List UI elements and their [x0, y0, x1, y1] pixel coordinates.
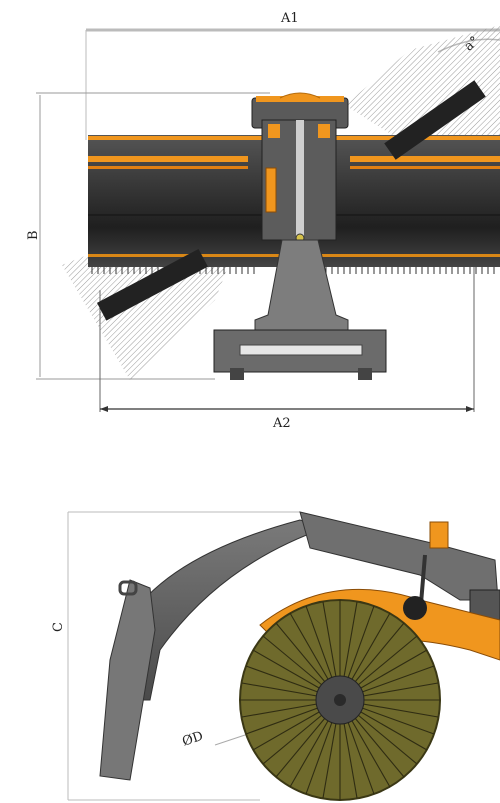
orange-bracket-left — [268, 124, 280, 138]
carrier-foot-left — [230, 368, 244, 380]
brush-wheel-center — [334, 694, 346, 706]
hydraulic-cylinder — [265, 167, 277, 213]
drum-band-upper-right — [350, 156, 500, 162]
dimension-label-b: B — [26, 230, 41, 240]
dimension-label-a2: A2 — [272, 416, 291, 431]
angled-brush-top-right — [384, 80, 486, 160]
upper-arm — [299, 511, 499, 601]
mount-hook — [118, 580, 138, 596]
side-view: C ØD — [51, 511, 500, 801]
top-view: A1 a° B A2 — [26, 11, 500, 431]
a2-arrow-right — [466, 406, 474, 412]
drum-band-mid-right — [350, 166, 500, 169]
orange-bracket-right — [318, 124, 330, 138]
angled-brush-bottom-left — [96, 248, 208, 321]
dimension-label-diameter: ØD — [180, 729, 205, 750]
drum-band-upper — [88, 156, 248, 162]
dimension-label-a1: A1 — [280, 11, 299, 26]
center-mount-top — [256, 96, 344, 102]
center-handle — [279, 92, 321, 99]
carrier-foot-right — [358, 368, 372, 380]
mount-bracket — [99, 579, 156, 781]
a2-arrow-left — [100, 406, 108, 412]
orange-bracket-upper — [429, 521, 449, 549]
center-mount-slot — [296, 120, 304, 238]
drum-band-mid — [88, 166, 248, 169]
hood-motor — [403, 596, 427, 620]
swept-area-bottom-left — [62, 250, 230, 380]
diameter-leader — [214, 733, 249, 746]
carrier-crossbar — [239, 344, 363, 356]
dimension-label-c: C — [51, 622, 66, 632]
